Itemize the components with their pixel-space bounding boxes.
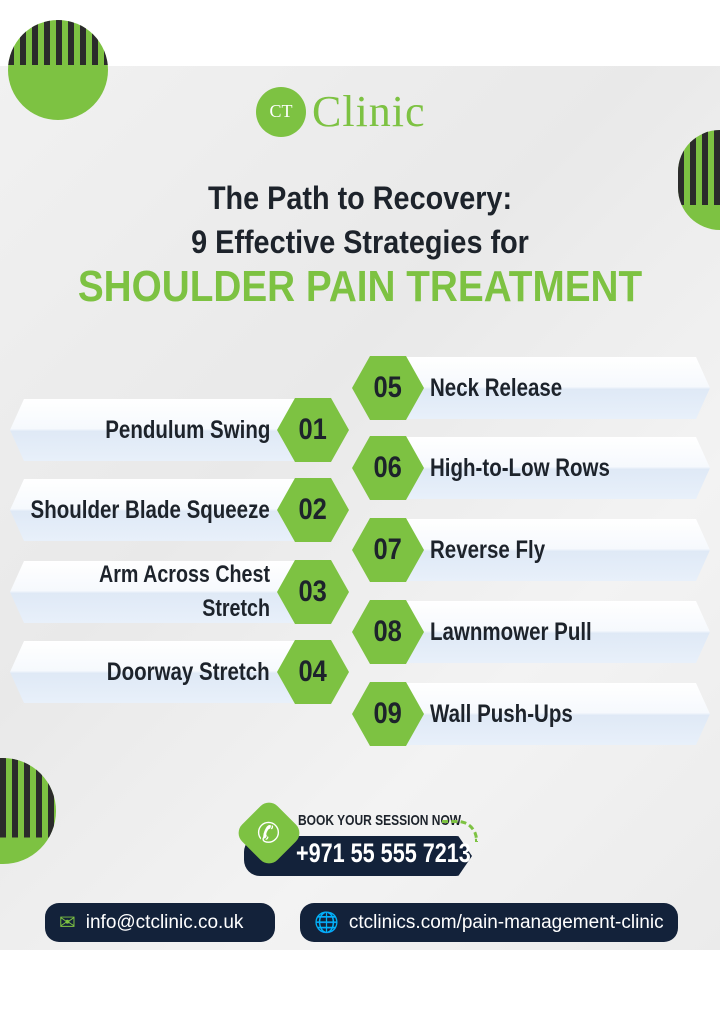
badge-number: 05 xyxy=(373,371,403,404)
strategy-item-06: High-to-Low Rows xyxy=(390,437,710,499)
strategy-label: Pendulum Swing xyxy=(104,415,270,444)
strategy-label: Doorway Stretch xyxy=(107,657,270,686)
phone-number[interactable]: +971 55 555 7213 xyxy=(296,838,471,868)
strategy-label: Arm Across Chest Stretch xyxy=(99,561,270,622)
strategy-item-05: Neck Release xyxy=(390,357,710,419)
logo: CT Clinic xyxy=(256,86,426,137)
envelope-icon: ✉ xyxy=(59,912,76,934)
strategy-label: Reverse Fly xyxy=(430,535,546,564)
strategy-number-badge: 09 xyxy=(352,682,424,746)
strategy-label: Shoulder Blade Squeeze xyxy=(30,495,270,524)
badge-number: 09 xyxy=(373,697,403,730)
strategy-item-03: Arm Across Chest Stretch xyxy=(10,561,310,623)
website-text: ctclinics.com/pain-management-clinic xyxy=(348,911,664,933)
badge-number: 01 xyxy=(298,413,328,446)
badge-number: 06 xyxy=(373,451,403,484)
logo-mark: CT xyxy=(256,86,306,137)
decorative-circle xyxy=(8,20,108,120)
strategy-number-badge: 07 xyxy=(352,518,424,582)
strategy-label: High-to-Low Rows xyxy=(430,453,610,482)
globe-icon: 🌐 xyxy=(314,912,339,934)
badge-number: 08 xyxy=(373,615,403,648)
email-link[interactable]: ✉ info@ctclinic.co.uk xyxy=(45,903,275,942)
badge-number: 07 xyxy=(373,533,403,566)
logo-text: Clinic xyxy=(312,87,426,136)
strategy-item-02: Shoulder Blade Squeeze xyxy=(10,479,310,541)
title-line-1: The Path to Recovery: xyxy=(207,180,513,216)
strategy-label: Neck Release xyxy=(430,373,563,402)
strategy-item-04: Doorway Stretch xyxy=(10,641,310,703)
strategy-item-09: Wall Push-Ups xyxy=(390,683,710,745)
badge-number: 04 xyxy=(298,655,328,688)
strategy-label: Lawnmower Pull xyxy=(430,617,592,646)
book-session-label: BOOK YOUR SESSION NOW xyxy=(298,812,462,829)
strategy-label: Wall Push-Ups xyxy=(430,699,573,728)
title-line-2: 9 Effective Strategies for xyxy=(191,224,529,260)
strategy-item-08: Lawnmower Pull xyxy=(390,601,710,663)
strategy-item-07: Reverse Fly xyxy=(390,519,710,581)
strategy-number-badge: 04 xyxy=(277,640,349,704)
website-link[interactable]: 🌐 ctclinics.com/pain-management-clinic xyxy=(300,903,678,942)
strategy-number-badge: 08 xyxy=(352,600,424,664)
strategy-number-badge: 03 xyxy=(277,560,349,624)
email-text: info@ctclinic.co.uk xyxy=(85,911,244,933)
badge-number: 02 xyxy=(298,493,328,526)
title-line-3: SHOULDER PAIN TREATMENT xyxy=(77,262,643,311)
strategy-item-01: Pendulum Swing xyxy=(10,399,310,461)
badge-number: 03 xyxy=(298,575,328,608)
